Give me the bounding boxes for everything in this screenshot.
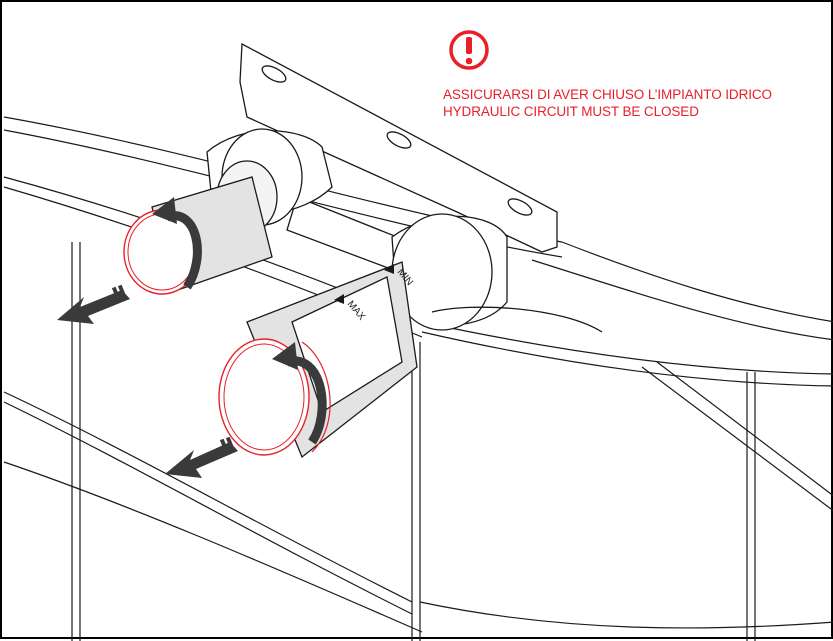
front-valve-body	[391, 213, 603, 333]
warning-message: ASSICURARSI DI AVER CHIUSO L’IMPIANTO ID…	[443, 86, 772, 120]
exclamation-circle-icon	[449, 30, 489, 70]
front-handle	[218, 261, 418, 459]
front-pull-arrow	[165, 436, 238, 478]
rear-handle	[123, 176, 273, 295]
rear-pull-arrow	[57, 284, 130, 324]
wall-tiles	[3, 116, 833, 641]
mounting-bracket	[239, 42, 558, 253]
rear-rotation-arrow	[152, 197, 202, 290]
warning-line-it: ASSICURARSI DI AVER CHIUSO L’IMPIANTO ID…	[443, 87, 772, 102]
front-rotation-arrow	[272, 342, 327, 445]
warning-line-en: HYDRAULIC CIRCUIT MUST BE CLOSED	[443, 104, 699, 119]
